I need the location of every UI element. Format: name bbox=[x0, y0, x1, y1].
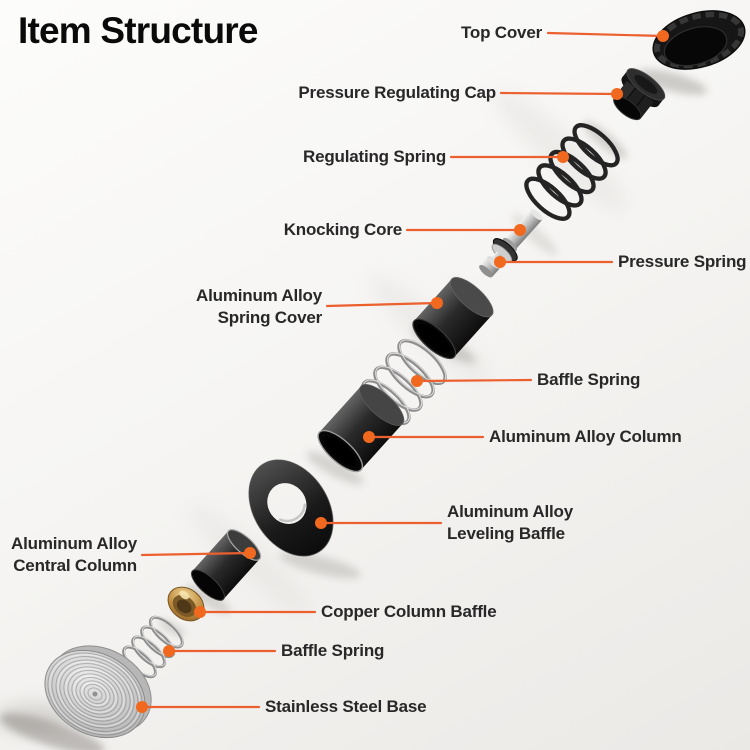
page-title: Item Structure bbox=[18, 10, 258, 51]
dot-aluminum-alloy-spring-cover bbox=[431, 297, 443, 309]
label-aluminum-alloy-leveling-baffle: Aluminum Alloy Leveling Baffle bbox=[447, 502, 573, 543]
label-aluminum-alloy-spring-cover: Aluminum Alloy Spring Cover bbox=[196, 286, 322, 327]
dot-aluminum-alloy-leveling-baffle bbox=[315, 517, 327, 529]
aluminum-alloy-column-part bbox=[317, 384, 405, 473]
label-stainless-steel-base: Stainless Steel Base bbox=[265, 697, 427, 716]
dot-stainless-steel-base bbox=[136, 701, 148, 713]
aluminum-alloy-leveling-baffle-part bbox=[248, 459, 334, 557]
label-pressure-regulating-cap: Pressure Regulating Cap bbox=[298, 83, 496, 102]
dot-copper-column-baffle bbox=[194, 606, 206, 618]
top-cover-part bbox=[652, 10, 746, 70]
callout-leaders bbox=[140, 31, 665, 709]
leader-aluminum-alloy-spring-cover bbox=[325, 301, 439, 308]
pressure-regulating-cap-part bbox=[613, 68, 666, 121]
dot-pressure-regulating-cap bbox=[611, 88, 623, 100]
aluminum-alloy-central-column-part bbox=[190, 529, 262, 601]
dot-aluminum-alloy-column bbox=[363, 431, 375, 443]
dot-baffle-spring-lower bbox=[163, 645, 175, 657]
stainless-steel-base-part bbox=[44, 645, 152, 739]
dot-knocking-core bbox=[514, 224, 526, 236]
label-top-cover: Top Cover bbox=[460, 23, 542, 42]
dot-aluminum-alloy-central-column bbox=[244, 547, 256, 559]
label-copper-column-baffle: Copper Column Baffle bbox=[321, 602, 497, 621]
leader-aluminum-alloy-central-column bbox=[140, 551, 252, 557]
leader-top-cover bbox=[546, 31, 665, 38]
dot-baffle-spring-upper bbox=[411, 375, 423, 387]
callout-dots bbox=[136, 30, 669, 713]
regulating-spring-part bbox=[524, 123, 620, 221]
label-knocking-core: Knocking Core bbox=[283, 220, 403, 239]
dot-regulating-spring bbox=[557, 151, 569, 163]
aluminum-alloy-spring-cover-part bbox=[412, 277, 494, 360]
baffle-spring-lower-part bbox=[122, 615, 184, 679]
label-regulating-spring: Regulating Spring bbox=[303, 147, 446, 166]
leader-pressure-regulating-cap bbox=[499, 91, 619, 96]
baffle-spring-upper-part bbox=[361, 338, 447, 426]
leader-baffle-spring-upper bbox=[415, 378, 533, 383]
dot-top-cover bbox=[657, 30, 669, 42]
label-aluminum-alloy-central-column: Aluminum Alloy Central Column bbox=[11, 534, 137, 575]
label-baffle-spring-upper: Baffle Spring bbox=[537, 370, 641, 389]
label-pressure-spring: Pressure Spring bbox=[618, 252, 747, 271]
label-baffle-spring-lower: Baffle Spring bbox=[281, 641, 385, 660]
label-aluminum-alloy-column: Aluminum Alloy Column bbox=[489, 427, 682, 446]
dot-pressure-spring bbox=[494, 256, 506, 268]
